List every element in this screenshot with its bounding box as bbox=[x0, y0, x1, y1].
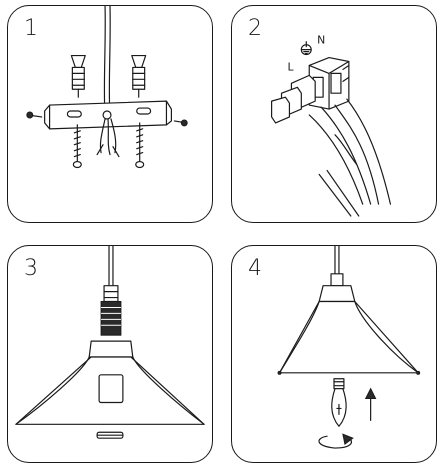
step-number: 1 bbox=[24, 16, 38, 41]
step-2-panel: 2 L N bbox=[231, 5, 437, 223]
step-number: 3 bbox=[24, 256, 38, 281]
socket-collar bbox=[88, 340, 134, 358]
lamp-socket-threaded bbox=[100, 301, 122, 336]
power-cable bbox=[108, 246, 114, 287]
step-number: 4 bbox=[248, 256, 262, 281]
shade-assembly-illustration bbox=[15, 246, 205, 439]
screw-right bbox=[135, 122, 145, 169]
step-4-panel: 4 bbox=[231, 245, 437, 463]
lamp-shade bbox=[15, 356, 205, 425]
wall-plug-right bbox=[131, 54, 147, 98]
lamp-shade bbox=[277, 285, 421, 375]
mounting-bracket-illustration bbox=[26, 6, 188, 169]
terminal-block bbox=[271, 56, 350, 124]
step-number: 2 bbox=[248, 16, 262, 41]
wall-plug-left bbox=[70, 54, 86, 98]
mounting-bracket bbox=[44, 100, 172, 130]
live-label: L bbox=[287, 60, 293, 73]
cord-grip bbox=[103, 285, 119, 303]
loose-wires bbox=[96, 118, 120, 158]
cord-grip bbox=[330, 273, 344, 287]
power-cable bbox=[308, 98, 392, 217]
wiring-illustration: L N bbox=[271, 34, 392, 217]
neutral-label: N bbox=[317, 34, 325, 47]
side-screw-right bbox=[173, 119, 188, 127]
bulb-installation-illustration bbox=[277, 246, 421, 449]
step-3-panel: 3 bbox=[7, 245, 213, 463]
power-cable bbox=[334, 246, 340, 277]
step-1-panel: 1 bbox=[7, 5, 213, 223]
up-arrow-icon bbox=[364, 387, 377, 421]
screw-left bbox=[72, 124, 82, 169]
retaining-ring bbox=[96, 431, 124, 439]
rotate-arrow-icon bbox=[318, 433, 354, 449]
candle-bulb-icon bbox=[331, 378, 347, 427]
power-cable bbox=[103, 6, 111, 118]
earth-symbol-icon bbox=[300, 41, 312, 56]
side-screw-left bbox=[26, 111, 43, 119]
